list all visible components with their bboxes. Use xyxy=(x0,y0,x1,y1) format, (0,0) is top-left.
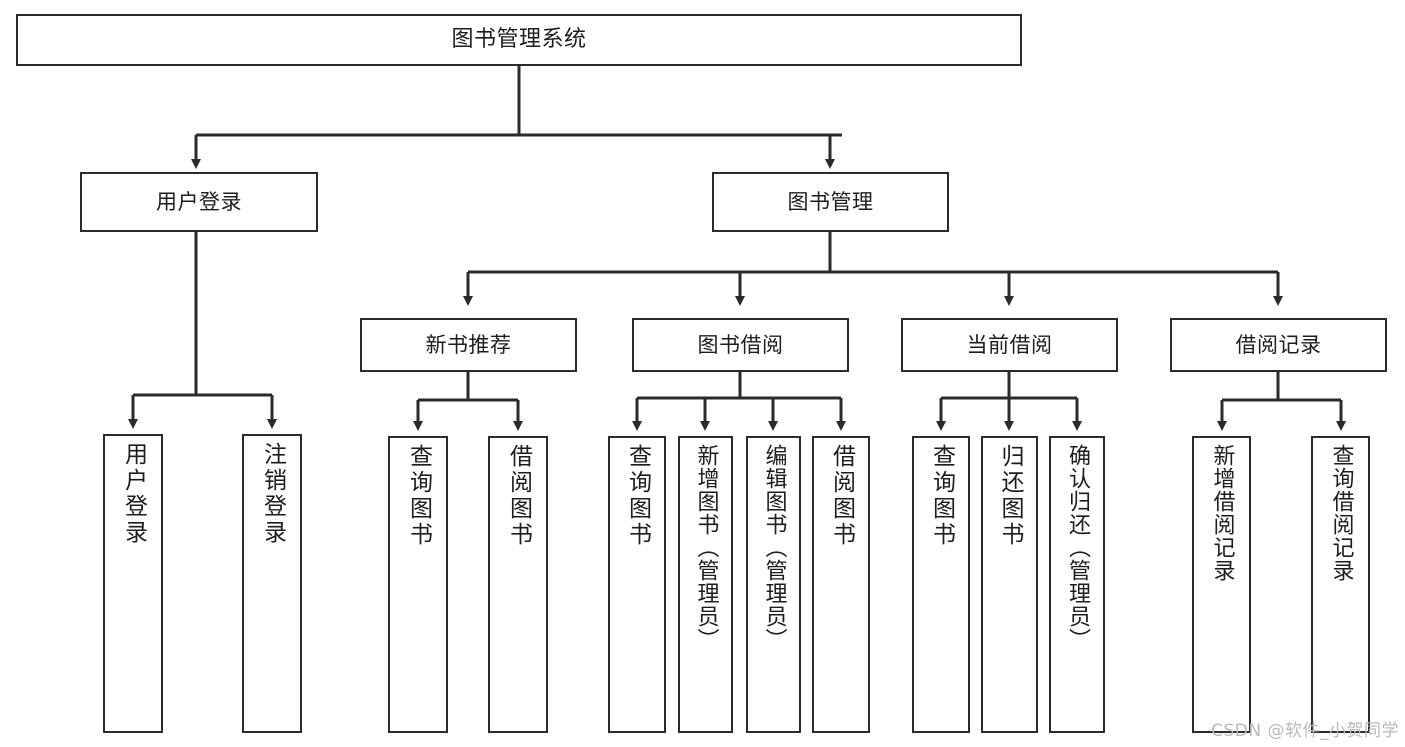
node-label: 借阅图书 xyxy=(505,444,532,548)
node-user-login[interactable]: 用户登录 xyxy=(80,172,318,232)
node-label: 注销登录 xyxy=(259,442,286,546)
node-label: 用户登录 xyxy=(120,442,147,546)
node-label: 新增借阅记录 xyxy=(1209,444,1235,582)
leaf-current-return-book[interactable]: 归还图书 xyxy=(981,436,1038,733)
node-root[interactable]: 图书管理系统 xyxy=(16,14,1022,66)
leaf-borrow-add-book-admin[interactable]: 新增图书（管理员） xyxy=(678,436,733,733)
leaf-current-query-book[interactable]: 查询图书 xyxy=(912,436,970,733)
leaf-user-login[interactable]: 用户登录 xyxy=(103,434,163,733)
node-label: 图书借阅 xyxy=(697,332,784,357)
node-label: 图书管理系统 xyxy=(451,27,587,53)
leaf-borrow-borrow-book[interactable]: 借阅图书 xyxy=(812,436,870,733)
leaf-recommend-borrow-book[interactable]: 借阅图书 xyxy=(488,436,548,733)
leaf-logout[interactable]: 注销登录 xyxy=(242,434,302,733)
csdn-watermark: CSDN @软件_小贺同学 xyxy=(1211,721,1399,741)
node-label: 编辑图书（管理员） xyxy=(761,444,787,651)
leaf-borrow-edit-book-admin[interactable]: 编辑图书（管理员） xyxy=(746,436,801,733)
node-current-borrow[interactable]: 当前借阅 xyxy=(901,318,1118,372)
node-label: 查询图书 xyxy=(928,444,955,548)
leaf-record-add-borrow-record[interactable]: 新增借阅记录 xyxy=(1192,436,1251,733)
node-label: 当前借阅 xyxy=(966,332,1053,357)
node-book-management[interactable]: 图书管理 xyxy=(712,172,949,232)
leaf-record-query-borrow-record[interactable]: 查询借阅记录 xyxy=(1311,436,1370,733)
node-label: 查询图书 xyxy=(405,444,432,548)
node-label: 确认归还（管理员） xyxy=(1065,444,1090,651)
node-label: 归还图书 xyxy=(997,444,1023,548)
node-book-borrow[interactable]: 图书借阅 xyxy=(632,318,849,372)
node-label: 查询借阅记录 xyxy=(1328,444,1354,582)
node-label: 借阅记录 xyxy=(1235,332,1322,357)
node-label: 图书管理 xyxy=(787,189,874,214)
leaf-recommend-query-book[interactable]: 查询图书 xyxy=(388,436,448,733)
node-new-book-recommend[interactable]: 新书推荐 xyxy=(360,318,577,372)
node-label: 新书推荐 xyxy=(425,332,512,357)
node-label: 新增图书（管理员） xyxy=(693,444,719,651)
node-label: 用户登录 xyxy=(156,189,242,214)
node-label: 借阅图书 xyxy=(828,444,855,548)
leaf-current-confirm-return-admin[interactable]: 确认归还（管理员） xyxy=(1049,436,1105,733)
node-borrow-record[interactable]: 借阅记录 xyxy=(1170,318,1387,372)
leaf-borrow-query-book[interactable]: 查询图书 xyxy=(608,436,666,733)
node-label: 查询图书 xyxy=(624,444,651,548)
